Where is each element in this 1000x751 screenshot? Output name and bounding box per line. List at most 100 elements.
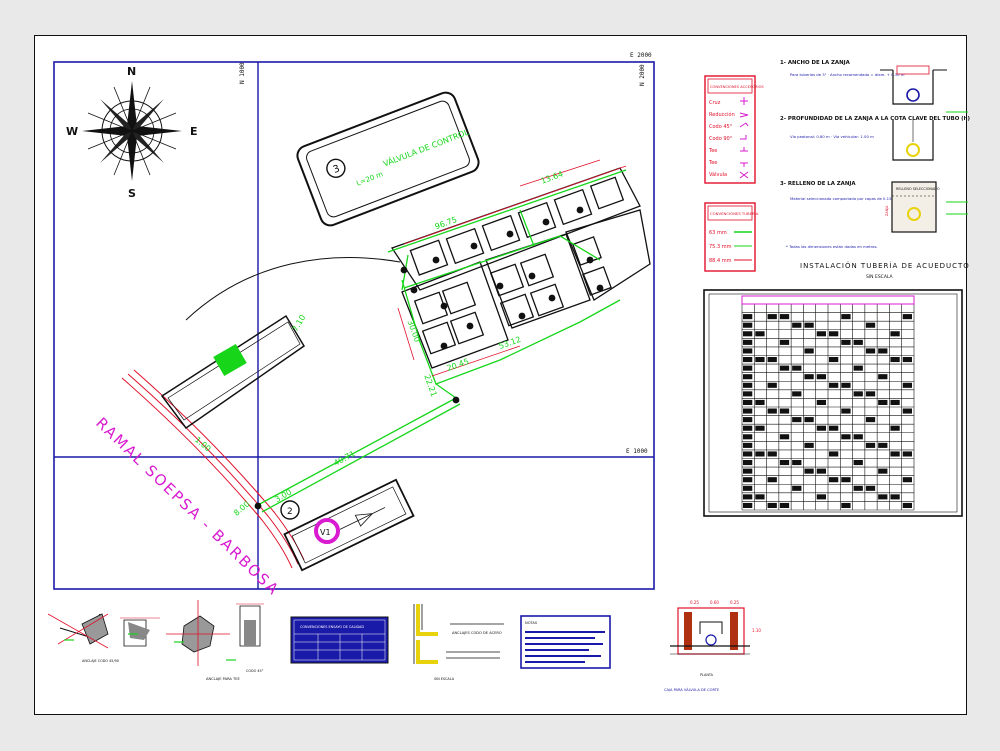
table-cell	[743, 460, 753, 466]
table-cell	[743, 391, 753, 397]
table-cell	[902, 357, 912, 363]
legend-accessories: CONVENCIONES ACCESORIOS	[704, 75, 764, 184]
compass-north: N	[127, 65, 136, 78]
legend-acc-item: Codo 45°	[709, 124, 733, 130]
detail-quality-table: CONVENCIONES ENSAYO DE CALIDAD	[290, 616, 389, 664]
table-cell	[816, 468, 826, 474]
detail-6-title: CAJA PARA VÁLVULA DE CORTE	[664, 687, 720, 692]
table-cell	[767, 477, 777, 483]
quantity-table: CUADRO DE CANTIDADES DE ACCESORIOS	[703, 289, 963, 517]
legend-pipe-item: 63 mm	[709, 230, 727, 236]
table-cell	[779, 460, 790, 466]
legend-acc-item: Reducción	[709, 111, 735, 118]
table-cell	[865, 322, 876, 328]
detail-anchor-tee: ANCLAJE PARA TEE CODO 45°	[166, 600, 264, 681]
table-cell	[743, 365, 753, 371]
detail-2-sub: CODO 45°	[246, 669, 264, 673]
table-cell	[816, 399, 826, 405]
grid-label-n-left: N 1000	[239, 62, 246, 84]
section-title: INSTALACIÓN TUBERÍA DE ACUEDUCTO	[800, 261, 970, 270]
table-cell	[743, 477, 753, 483]
table-cell	[743, 348, 753, 354]
table-cell	[890, 451, 900, 457]
table-cell	[829, 382, 839, 388]
section-subtitle: SIN ESCALA	[866, 274, 894, 280]
table-cell	[878, 374, 888, 380]
table-cell	[829, 451, 839, 457]
table-cell	[878, 494, 888, 500]
legend-acc-item: Válvula	[709, 171, 727, 178]
table-cell	[804, 417, 814, 423]
detail-6-sub: PLANTA	[700, 673, 714, 677]
table-cell	[841, 502, 851, 508]
table-cell	[743, 314, 753, 320]
table-cell	[890, 399, 900, 405]
table-cell	[853, 434, 863, 440]
trench-zanja-label: ZANJA	[885, 205, 889, 216]
table-cell	[767, 408, 777, 414]
table-cell	[792, 460, 802, 466]
valve-box-2	[283, 478, 415, 572]
table-header	[741, 295, 915, 305]
table-cell	[767, 451, 777, 457]
table-cell	[878, 442, 888, 448]
table-cell	[767, 382, 777, 388]
table-cell	[902, 451, 912, 457]
compass-west: W	[66, 125, 78, 138]
table-cell	[792, 391, 802, 397]
table-cell	[792, 485, 802, 491]
lot-blocks	[390, 167, 651, 369]
table-cell	[804, 374, 814, 380]
table-cell	[743, 382, 753, 388]
table-cell	[902, 382, 912, 388]
valve-box-text: VÁLVULA DE CONTROL	[381, 126, 470, 169]
grid-label-e-top: E 2000	[630, 52, 652, 59]
detail-1-title: ANCLAJE CODO 45/90	[82, 659, 119, 663]
note-1-text: Para tuberías de 3" · Ancho recomendado …	[790, 72, 905, 77]
compass-east: E	[190, 125, 198, 138]
legend-pipe-item: 75.3 mm	[709, 244, 732, 250]
table-cell	[841, 314, 851, 320]
table-cell	[878, 468, 888, 474]
legend-pipe-item: 88.4 mm	[709, 258, 732, 264]
table-cell	[743, 331, 753, 337]
table-grid	[741, 295, 915, 511]
table-cell	[804, 442, 814, 448]
dimension-labels: 96.75 13.64 53.12 20.45 40.71 30.00 22.2…	[193, 169, 564, 517]
grid-label-e-mid: E 1000	[626, 448, 648, 455]
valve-box-3: 3 L=20 m VÁLVULA DE CONTROL	[296, 91, 480, 227]
table-cell	[792, 365, 802, 371]
compass-south: S	[128, 187, 136, 200]
table-cell	[816, 374, 826, 380]
road-label: RAMAL SOEPSA - BARBOSA	[92, 414, 283, 599]
north-arrow-icon: N S W E	[66, 65, 198, 200]
table-cell	[743, 494, 753, 500]
table-cell	[853, 485, 863, 491]
pipe-fittings	[254, 206, 604, 510]
valve-marker-icon	[314, 518, 340, 544]
legend-acc-item: Cruz	[709, 100, 721, 106]
table-cell	[878, 399, 888, 405]
table-cell	[779, 365, 790, 371]
table-cell	[743, 322, 753, 328]
table-cell	[902, 408, 912, 414]
legend-pipes: CONVENCIONES TUBERIA 63 mm 75.3 mm 88.4 …	[704, 202, 759, 272]
table-cell	[755, 331, 765, 337]
dim-3: 53.12	[498, 335, 523, 351]
table-cell	[841, 434, 851, 440]
table-cell	[829, 425, 839, 431]
road-lines	[121, 369, 305, 569]
detail-4-title: ANCLAJES CODO DE ACERO	[452, 631, 502, 635]
table-cell	[743, 374, 753, 380]
legend-acc-symbols	[739, 97, 749, 179]
table-cell	[865, 348, 876, 354]
table-cell	[755, 494, 765, 500]
table-cell	[890, 331, 900, 337]
table-cell	[890, 425, 900, 431]
valve-marker-label: V1	[320, 528, 331, 537]
table-cell	[804, 468, 814, 474]
notes-block: 1- ANCHO DE LA ZANJA Para tuberías de 3"…	[780, 60, 970, 280]
table-cell	[890, 357, 900, 363]
box-2-marker-circle	[280, 500, 300, 520]
